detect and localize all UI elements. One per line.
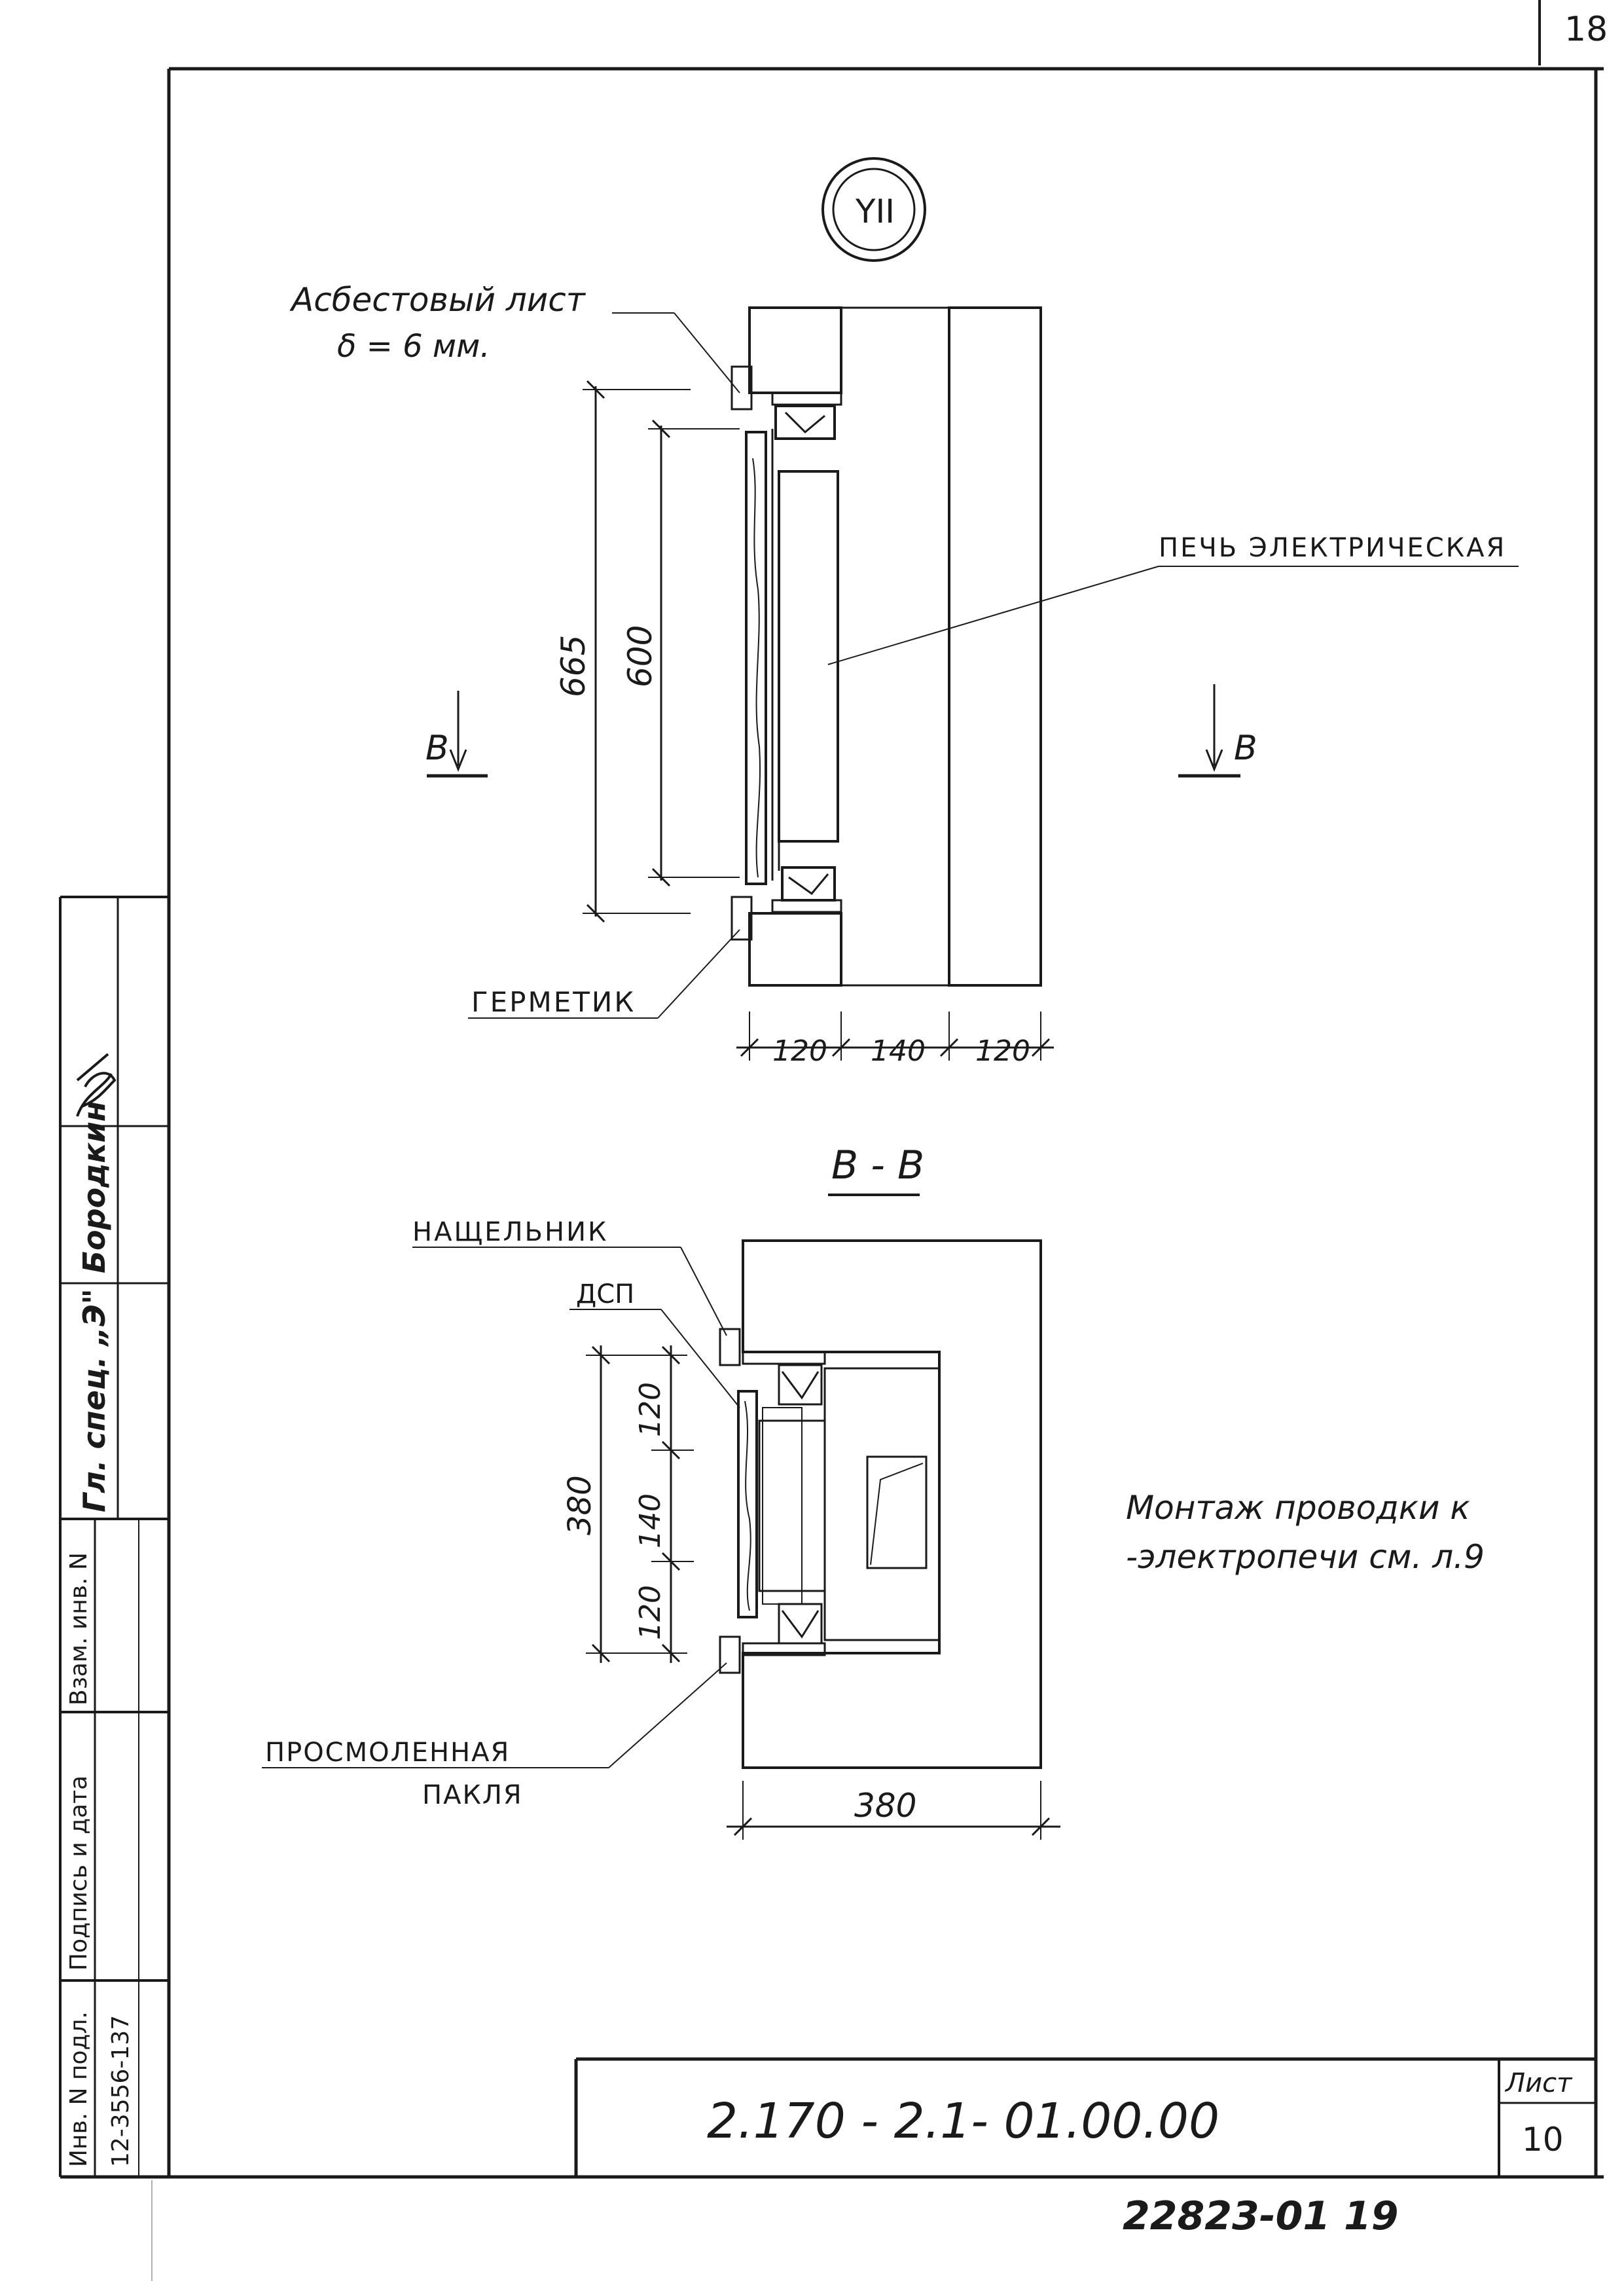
inv-value: 12-3556-137 <box>107 2015 134 2167</box>
top-view: 665 600 120 140 120 В В Асбестовый лист … <box>289 281 1519 1068</box>
side-stamp: Гл. спец. „Э" Бородкин Взам. инв. N Подп… <box>59 896 169 2177</box>
note-line-2: -электропечи см. л.9 <box>1126 1538 1485 1576</box>
dim-bottom-vertical-total: 380 <box>562 1475 598 1535</box>
dim-top-h1: 120 <box>772 1034 827 1068</box>
inv-podl-label: Инв. N подл. <box>65 2011 92 2167</box>
label-asbestos-1: Асбестовый лист <box>289 281 586 319</box>
dim-top-vertical-inner: 600 <box>621 625 659 687</box>
sign-date-label: Подпись и дата <box>65 1776 92 1971</box>
dim-bottom-horizontal: 380 <box>854 1787 916 1825</box>
dim-top-vertical-outer: 665 <box>554 635 592 697</box>
label-electric-oven: ПЕЧЬ ЭЛЕКТРИЧЕСКАЯ <box>1159 533 1506 563</box>
dim-bottom-v1: 120 <box>634 1382 667 1437</box>
label-chipboard: ДСП <box>576 1279 634 1309</box>
sheet-label: Лист <box>1504 2068 1573 2098</box>
dim-top-h3: 120 <box>975 1034 1030 1068</box>
label-tow-2: ПАКЛЯ <box>422 1780 523 1810</box>
archive-number: 22823-01 19 <box>1123 2193 1399 2239</box>
view-marker: YII <box>821 157 926 262</box>
label-asbestos-2: δ = 6 мм. <box>337 328 490 365</box>
sheet-number-top: 18 <box>1564 10 1608 49</box>
section-title: В - В <box>831 1142 924 1188</box>
title-block: 2.170 - 2.1- 01.00.00 Лист 10 <box>574 2057 1596 2177</box>
label-sealant: ГЕРМЕТИК <box>471 986 636 1018</box>
section-marker-left: В <box>425 729 449 768</box>
dim-bottom-v2: 140 <box>634 1493 667 1548</box>
label-cover-strip: НАЩЕЛЬНИК <box>412 1217 608 1247</box>
dim-top-h2: 140 <box>871 1034 926 1068</box>
dim-bottom-v3: 120 <box>634 1585 667 1640</box>
label-tow-1: ПРОСМОЛЕННАЯ <box>265 1738 510 1768</box>
view-marker-label: YII <box>855 192 895 230</box>
note-line-1: Монтаж проводки к <box>1126 1489 1470 1527</box>
sheet-frame: 18 <box>60 0 1608 2179</box>
designation: 2.170 - 2.1- 01.00.00 <box>707 2093 1219 2149</box>
gl-spec-label: Гл. спец. „Э" <box>77 1288 112 1512</box>
signature <box>76 1053 117 1117</box>
vzam-inv-label: Взам. инв. N <box>65 1552 92 1706</box>
engineer-name: Бородкин <box>77 1101 112 1273</box>
section-bb: В - В 380 120 140 120 <box>262 1142 1485 1840</box>
section-marker-right: В <box>1234 729 1257 768</box>
sheet-value: 10 <box>1522 2121 1564 2159</box>
